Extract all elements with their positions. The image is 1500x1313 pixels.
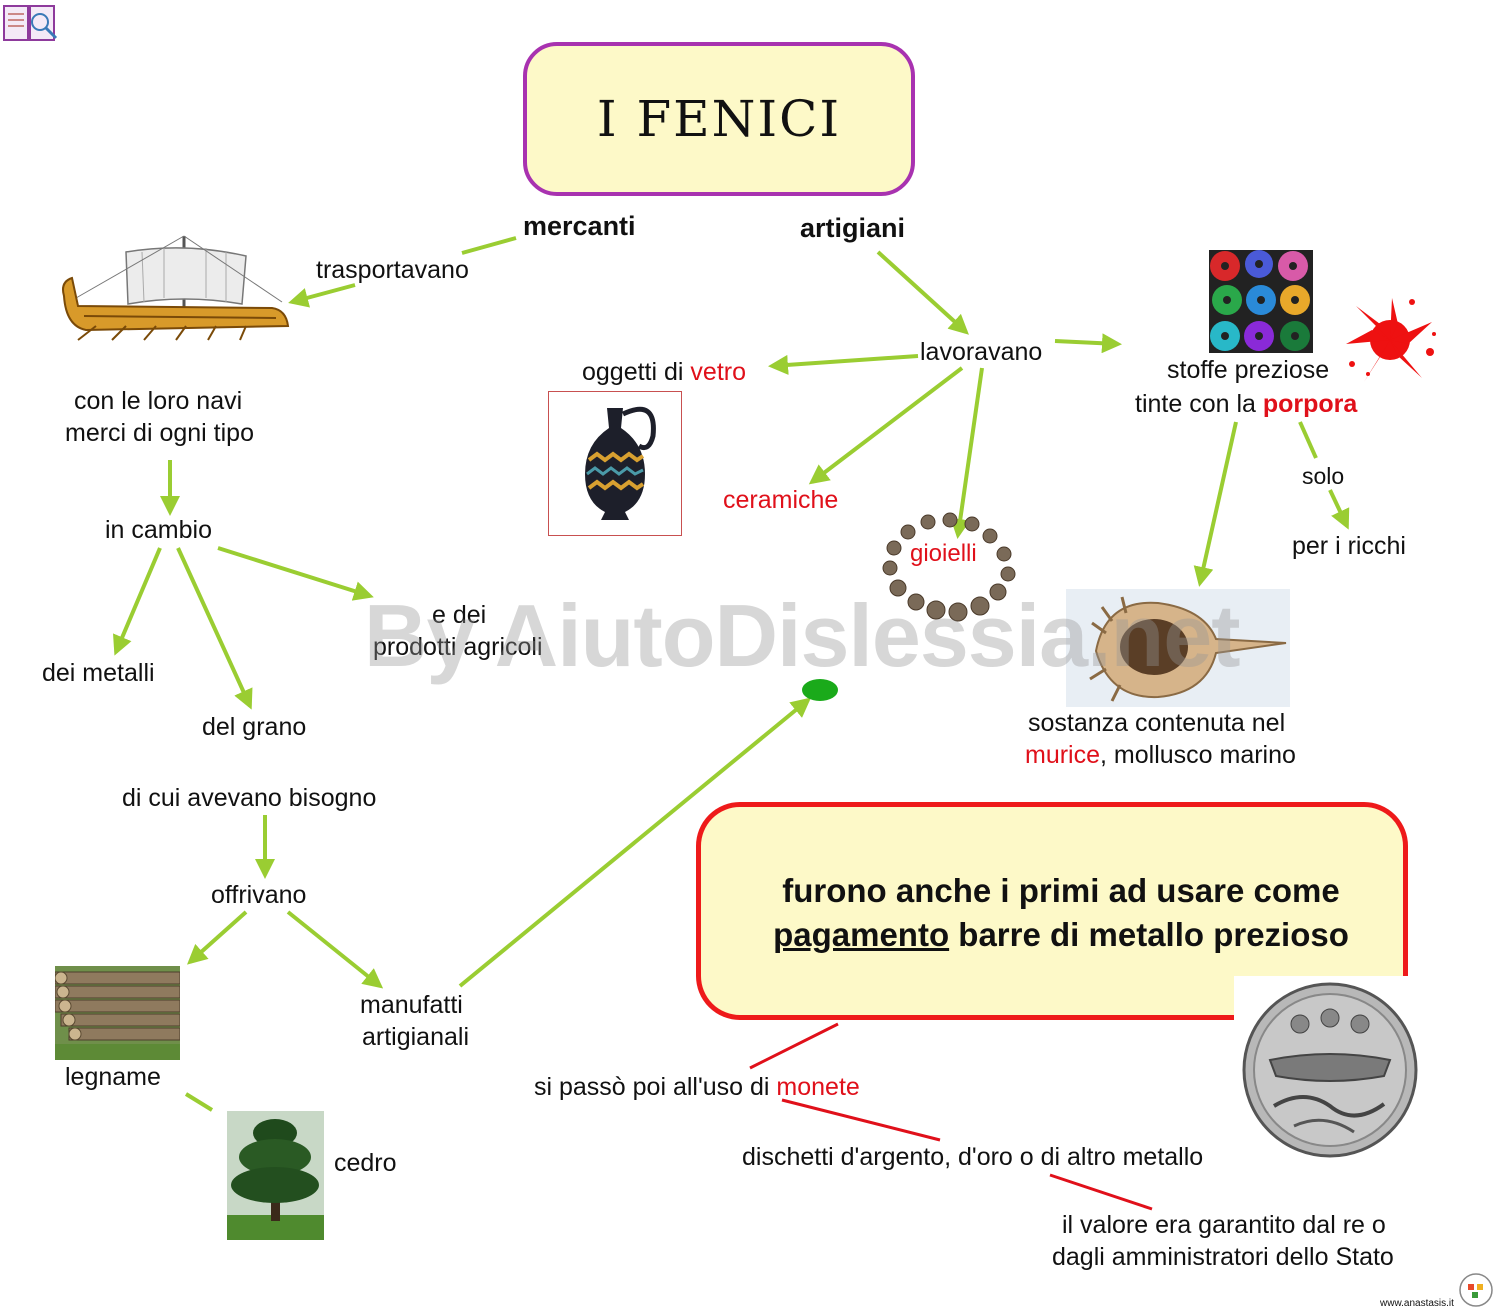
necklace-icon bbox=[880, 510, 1020, 622]
red-line-dischetti-valore bbox=[1049, 1173, 1153, 1211]
label-stoffe-preziose: stoffe preziose bbox=[1167, 356, 1330, 384]
label-monete: monete bbox=[776, 1073, 860, 1101]
label-artigianali: artigianali bbox=[362, 1023, 470, 1051]
label-per-i-ricchi: per i ricchi bbox=[1292, 532, 1406, 560]
label-sostanza-contenuta: sostanza contenuta nel bbox=[1028, 709, 1286, 737]
vase-icon bbox=[548, 391, 682, 536]
ship-icon bbox=[56, 234, 290, 344]
label-vetro: vetro bbox=[690, 358, 747, 386]
arrow-lavoravano-stoffe bbox=[1054, 333, 1122, 354]
paint-splash-icon bbox=[1342, 294, 1436, 386]
arrow-solo-ricchi bbox=[1328, 489, 1350, 530]
label-porpora: porpora bbox=[1262, 390, 1358, 418]
watermark: By AiutoDislessia.net bbox=[364, 586, 1241, 685]
page-title: I FENICI bbox=[596, 90, 842, 148]
arrow-offrivano-legname bbox=[187, 910, 248, 965]
branch-mercanti: mercanti bbox=[523, 211, 636, 241]
label-oggetti-di: oggetti di bbox=[582, 358, 691, 386]
label-ceramiche: ceramiche bbox=[723, 486, 839, 514]
arrow-offrivano-manufatti bbox=[286, 910, 384, 989]
label-oggetti-di-vetro: oggetti di vetro bbox=[582, 356, 746, 388]
arrow-cambio-metalli bbox=[113, 547, 162, 656]
payment-underlined-word: pagamento bbox=[773, 916, 950, 953]
supermappe-badge-icon bbox=[1458, 1272, 1494, 1308]
label-di-cui-avevano-bisogno: di cui avevano bisogno bbox=[122, 784, 377, 812]
label-trasportavano: trasportavano bbox=[316, 256, 469, 284]
payment-text: furono anche i primi ad usare come pagam… bbox=[721, 869, 1401, 957]
label-si-passo-monete: si passò poi all'uso di monete bbox=[534, 1071, 860, 1103]
label-mollusco-marino: , mollusco marino bbox=[1100, 741, 1296, 769]
payment-line1: furono anche i primi ad usare come bbox=[782, 872, 1340, 909]
red-line-box-monete bbox=[749, 1022, 839, 1070]
label-in-cambio: in cambio bbox=[105, 516, 212, 544]
arrow-porpora-murice bbox=[1193, 421, 1238, 587]
label-dei-metalli: dei metalli bbox=[42, 659, 155, 687]
arrow-lavoravano-vetro bbox=[768, 354, 919, 375]
label-murice: murice bbox=[1025, 741, 1101, 769]
logs-icon bbox=[54, 966, 181, 1060]
arrow-lavoravano-gioielli bbox=[950, 367, 984, 539]
arrow-trasportavano-ship bbox=[288, 283, 356, 308]
label-gioielli: gioielli bbox=[910, 540, 977, 567]
title-box: I FENICI bbox=[523, 42, 915, 196]
label-murice-mollusco: murice, mollusco marino bbox=[1025, 739, 1296, 771]
label-manufatti: manufatti bbox=[360, 991, 463, 1019]
line-legname-cedro bbox=[184, 1092, 214, 1112]
footer-url: www.anastasis.it bbox=[1380, 1298, 1454, 1309]
label-tinte-con-la-porpora: tinte con la porpora bbox=[1135, 388, 1357, 420]
shell-icon bbox=[1066, 589, 1290, 707]
arrow-manufatti-gioielli bbox=[458, 697, 812, 988]
label-cedro: cedro bbox=[334, 1149, 397, 1177]
red-line-monete-dischetti bbox=[781, 1098, 941, 1142]
label-con-le-loro-navi: con le loro navi bbox=[74, 387, 243, 415]
label-legname: legname bbox=[65, 1063, 161, 1091]
label-prodotti-agricoli: prodotti agricoli bbox=[373, 633, 543, 661]
book-logo-icon bbox=[2, 2, 60, 44]
label-offrivano: offrivano bbox=[211, 881, 307, 909]
coin-icon bbox=[1234, 976, 1420, 1162]
label-del-grano: del grano bbox=[202, 713, 307, 741]
arrow-porpora-solo bbox=[1298, 421, 1318, 459]
label-merci-di-ogni-tipo: merci di ogni tipo bbox=[65, 419, 254, 447]
label-dischetti: dischetti d'argento, d'oro o di altro me… bbox=[742, 1143, 1204, 1171]
arrow-cambio-grano bbox=[176, 547, 253, 710]
arrow-mercanti-trasportavano bbox=[461, 236, 517, 255]
arrow-artigiani-lavoravano bbox=[876, 250, 969, 335]
label-si-passo: si passò poi all'uso di bbox=[534, 1073, 777, 1101]
label-tinte-con-la: tinte con la bbox=[1135, 390, 1263, 418]
cedar-tree-icon bbox=[227, 1111, 324, 1240]
label-valore-line2: dagli amministratori dello Stato bbox=[1052, 1243, 1394, 1271]
label-valore-line1: il valore era garantito dal re o bbox=[1062, 1211, 1386, 1239]
payment-line2: barre di metallo prezioso bbox=[949, 916, 1349, 953]
arrow-cambio-agricoli bbox=[217, 546, 374, 601]
fabric-rolls-icon bbox=[1209, 250, 1313, 353]
label-e-dei: e dei bbox=[432, 601, 487, 629]
label-lavoravano: lavoravano bbox=[920, 338, 1043, 366]
arrow-lavoravano-ceramiche bbox=[808, 366, 964, 485]
green-dot bbox=[802, 679, 838, 701]
label-solo: solo bbox=[1302, 463, 1345, 489]
branch-artigiani: artigiani bbox=[800, 213, 906, 243]
